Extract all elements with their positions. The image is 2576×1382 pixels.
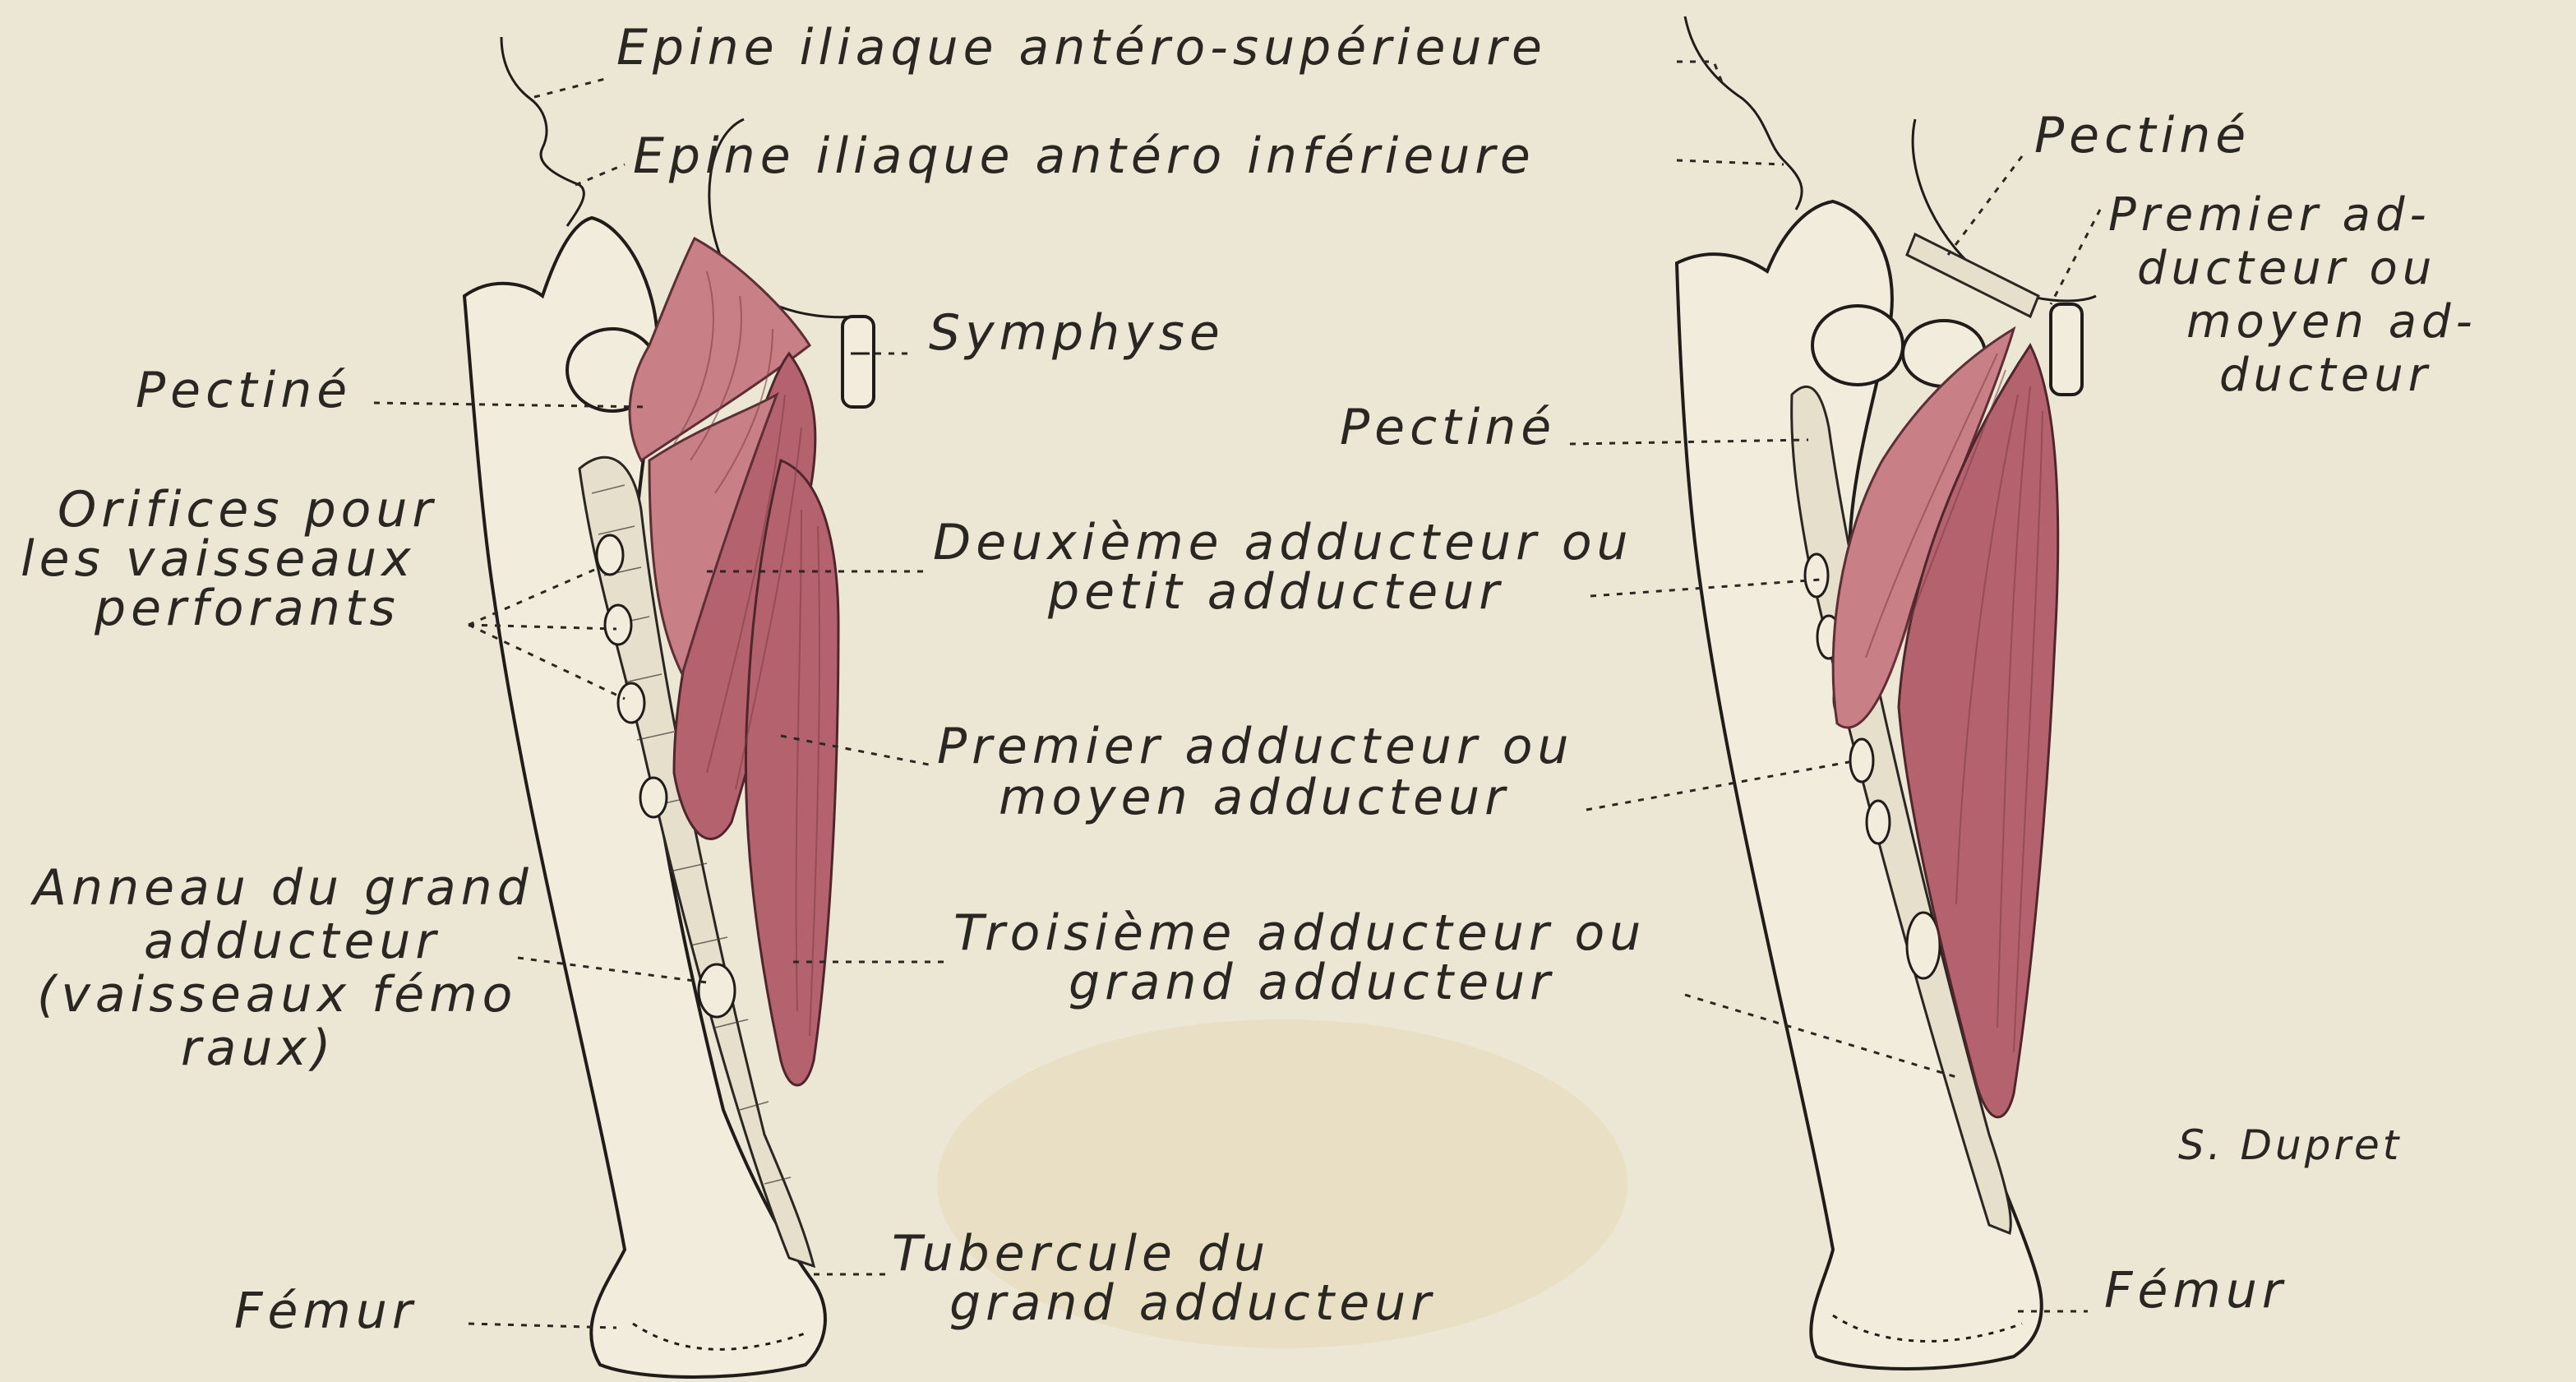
right-orifice [1850, 739, 1873, 782]
left-symphysis [843, 317, 874, 407]
label-anneau-2: adducteur [144, 913, 441, 970]
right-femoral-head [1812, 306, 1903, 385]
label-orifices-3: perforants [94, 580, 400, 637]
label-premier-center-1: Premier adducteur ou [937, 718, 1573, 775]
right-orifice [1805, 554, 1828, 597]
label-pectine-left: Pectiné [136, 362, 352, 419]
left-orifice [618, 683, 644, 723]
left-adductor-hiatus [699, 964, 735, 1017]
label-anneau-3: (vaisseaux fémo [37, 966, 517, 1024]
right-iliac-outline [1685, 16, 1802, 210]
label-tubercule-2: grand adducteur [949, 1274, 1436, 1332]
label-femur-left: Fémur [234, 1283, 418, 1340]
label-epine-superieure: Epine iliaque antéro-supérieure [616, 19, 1547, 76]
right-orifice [1867, 801, 1890, 844]
label-pectine-right-mid: Pectiné [1340, 399, 1556, 456]
left-orifice [605, 605, 631, 645]
right-figure [1677, 16, 2096, 1369]
right-pectineus-cut [1907, 234, 2038, 317]
signature: S. Dupret [2178, 1121, 2402, 1169]
right-symphysis [2051, 304, 2082, 395]
label-anneau-4: raux) [181, 1019, 335, 1077]
label-premier-right-4: ducteur [2219, 349, 2432, 402]
label-femur-right: Fémur [2104, 1262, 2287, 1320]
label-premier-center-2: moyen adducteur [999, 769, 1510, 826]
right-adductor-hiatus [1907, 913, 1940, 978]
label-troisieme-2: grand adducteur [1069, 954, 1555, 1011]
label-pectine-right-top: Pectiné [2034, 107, 2251, 164]
label-deuxieme-2: petit adducteur [1047, 563, 1504, 621]
label-epine-inferieure: Epine iliaque antéro inférieure [633, 127, 1535, 185]
left-figure [464, 37, 874, 1377]
left-orifice [597, 535, 623, 575]
label-premier-right-3: moyen ad- [2186, 295, 2477, 349]
label-symphyse: Symphyse [929, 304, 1225, 362]
label-anneau-1: Anneau du grand [30, 859, 533, 917]
left-iliac-outline [501, 37, 584, 226]
label-premier-right-1: Premier ad- [2108, 188, 2431, 242]
left-orifice [640, 778, 667, 817]
label-premier-right-2: ducteur ou [2137, 242, 2436, 295]
